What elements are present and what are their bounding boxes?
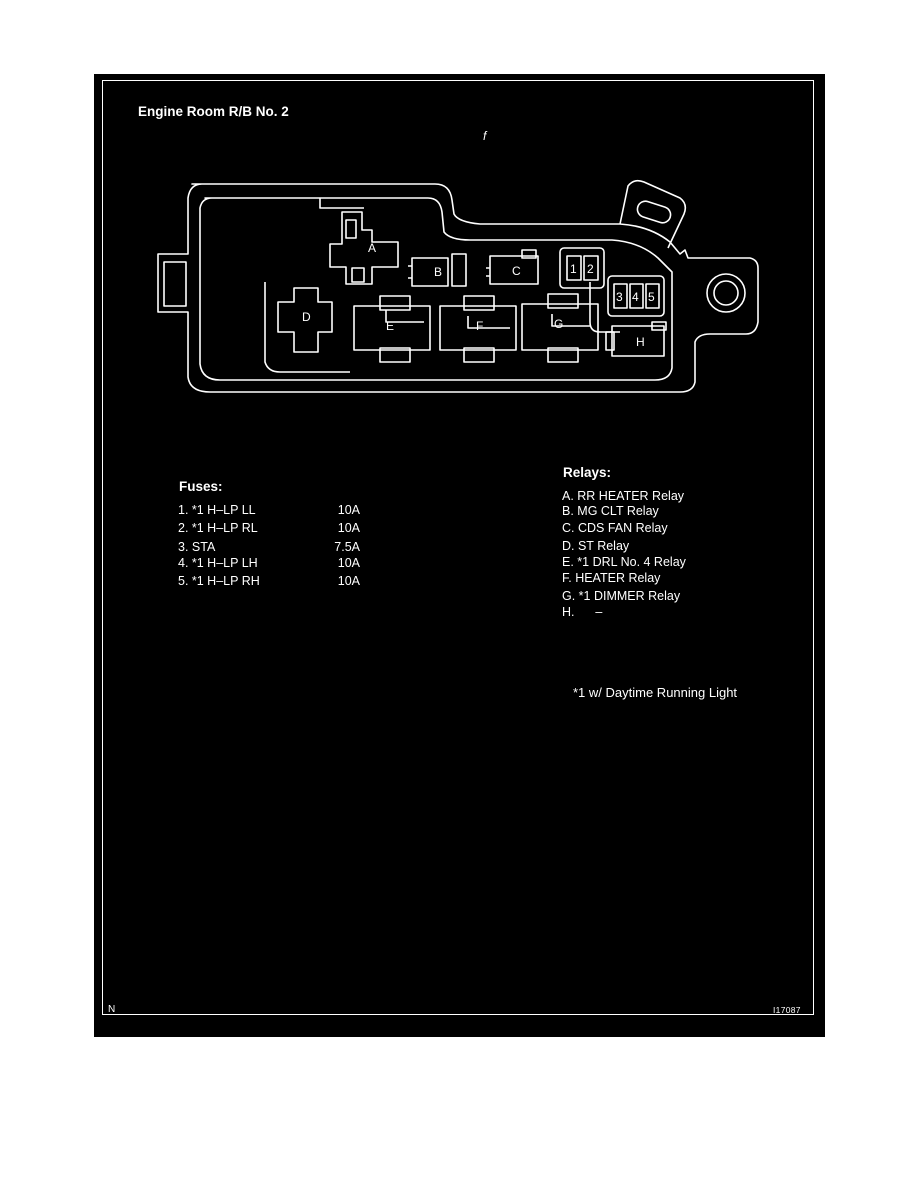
relay-b-socket [408,253,467,287]
fuse-block-3-4-5 [607,275,665,317]
left-tab [163,261,187,307]
relay-d-label: D [302,310,311,324]
fuse-3-label: 3 [616,290,623,304]
relay-e-socket [353,295,431,363]
corner-mark: N [108,1004,116,1015]
relay-item-b: B. MG CLT Relay [562,504,659,518]
relay-item-c: C. CDS FAN Relay [562,521,668,535]
relays-heading: Relays: [563,465,612,480]
relay-a-label: A [368,241,376,255]
relay-f-label: F [476,319,483,333]
fuse-2-label: 2 [587,262,594,276]
diagram-frame [102,80,814,1015]
fuse-amperage: 7.5A [334,540,360,554]
relay-item-e: E. *1 DRL No. 4 Relay [562,555,686,569]
relay-g-label: G [554,317,563,331]
bolt-hole-outer [706,273,746,313]
fuse-amperage: 10A [337,503,360,517]
relay-e-label: E [386,319,394,333]
relay-block-diagram: A B C D E F G H 1 2 3 4 5 [157,179,759,393]
fuse-name: 3. STA [178,540,216,554]
fuse-name: 1. *1 H–LP LL [178,503,256,517]
fuse-4-label: 4 [632,290,639,304]
housing-inner-outline [199,197,673,381]
mounting-bracket [619,179,687,249]
stray-mark: f [483,129,487,143]
relay-item-a: A. RR HEATER Relay [562,489,685,503]
relay-f-socket [439,295,517,363]
bolt-hole-inner [713,280,739,306]
housing-outline [157,183,759,393]
relay-b-label: B [434,265,442,279]
fuse-name: 4. *1 H–LP LH [178,556,258,570]
fuse-name: 5. *1 H–LP RH [178,574,260,588]
bracket-slot [636,200,672,224]
relay-item-h: H. – [562,605,603,619]
wiring-channel-right [589,282,620,333]
relay-g-socket [521,293,599,363]
footnote: *1 w/ Daytime Running Light [573,685,738,700]
diagram-panel [94,74,825,1037]
fuse-amperage: 10A [337,521,360,535]
page-title: Engine Room R/B No. 2 [138,104,289,119]
relay-c-socket [486,249,539,285]
fuses-heading: Fuses: [179,479,223,494]
fuse-name: 2. *1 H–LP RL [178,521,258,535]
relay-h-label: H [636,335,645,349]
fuse-amperage: 10A [337,574,360,588]
relay-item-d: D. ST Relay [562,539,630,553]
relay-d-socket [277,287,333,353]
figure-id: I17087 [773,1005,801,1015]
wiring-channel [264,282,350,373]
fuse-block-1-2 [559,247,605,289]
relay-h-socket [605,321,667,357]
relay-a-socket [329,211,399,285]
top-edge-lip [319,198,364,209]
fuse-amperage: 10A [337,556,360,570]
fuse-1-label: 1 [570,262,577,276]
relay-item-f: F. HEATER Relay [562,571,661,585]
relay-c-label: C [512,264,521,278]
fuse-5-label: 5 [648,290,655,304]
relay-item-g: G. *1 DIMMER Relay [562,589,681,603]
